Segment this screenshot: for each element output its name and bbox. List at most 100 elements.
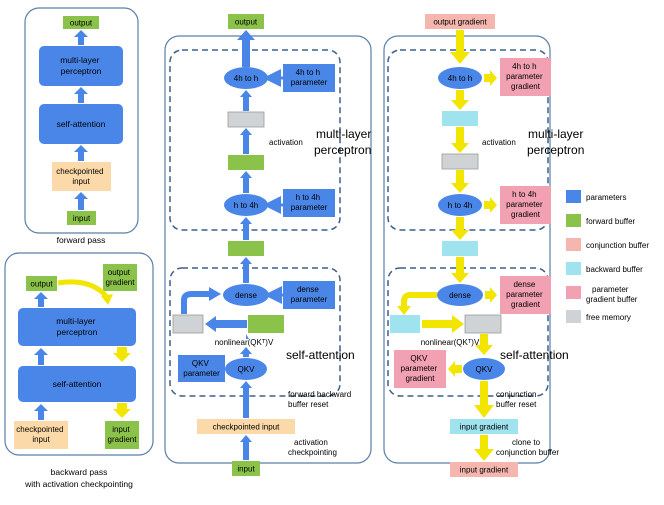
bwd-output-gradient-box xyxy=(103,264,137,291)
mid-nonlinear-forward xyxy=(248,315,284,333)
bwd-og-line2: gradient xyxy=(106,278,136,287)
right-output-gradient-label: output gradient xyxy=(433,18,487,27)
bwd-ig-line1: input xyxy=(112,425,130,434)
fwd-self-attention-box xyxy=(39,104,123,144)
mid-mlp-section xyxy=(169,49,341,231)
legend-pgb-line2: gradient buffer xyxy=(586,295,638,304)
mid-arrow-c1 xyxy=(246,334,249,339)
mid-nonlinear-label: nonlinear(QKᵀ)V xyxy=(215,338,274,347)
right-qkv-grad-box xyxy=(394,350,446,388)
right-h-to-4h-label: h to 4h xyxy=(448,201,472,210)
right-sa-section xyxy=(387,267,549,397)
mid-4h-to-h-label: 4h to h xyxy=(234,74,258,83)
mid-output-label: output xyxy=(235,18,258,27)
forward-pass-panel: output multi-layer perceptron self-atten… xyxy=(24,7,139,245)
fwd-output-box xyxy=(63,16,99,29)
mid-h-to-4h-label: h to 4h xyxy=(234,201,258,210)
mid-h4h-param-line2: parameter xyxy=(291,203,328,212)
bwd-self-attention-label: self-attention xyxy=(53,379,102,389)
legend: parameters forward buffer conjunction bu… xyxy=(566,190,649,323)
right-reset-note-1: conjunction xyxy=(496,390,536,399)
right-4h-grad-arrow xyxy=(484,70,497,86)
right-arrow-b1 xyxy=(451,217,469,240)
right-h-to-4h-node xyxy=(438,194,482,216)
bwd-input-gradient-box xyxy=(105,421,139,449)
bwd-checkpointed-input-label: checkpointed input xyxy=(16,425,65,444)
legend-label-backward-buffer: backward buffer xyxy=(586,265,643,274)
mid-arrow-a3 xyxy=(240,171,252,193)
mid-arrow-to-output xyxy=(237,30,255,67)
right-mlp-title-line2: perceptron xyxy=(527,143,584,157)
right-clone-note-2: conjunction buffer xyxy=(496,448,559,457)
fwd-arrow-1 xyxy=(74,30,88,45)
fwd-checkpointed-input-box xyxy=(52,162,111,191)
right-dense-grad-arrow xyxy=(485,287,497,303)
forward-detail-panel: output 4h to h 4h to h parameter activat… xyxy=(164,14,372,476)
mid-act-ckpt-line1: activation xyxy=(294,438,328,447)
right-bend-arrowhead xyxy=(397,306,411,315)
bwd-caption-line1: backward pass xyxy=(51,467,108,477)
legend-label-forward-buffer: forward buffer xyxy=(586,217,636,226)
mid-activation-free xyxy=(227,111,265,128)
bwd-mlp-line2: perceptron xyxy=(57,327,98,337)
mid-reset-note-2: buffer reset xyxy=(288,400,329,409)
right-arrow-a2 xyxy=(451,127,469,153)
mid-mlp-title-line2: perceptron xyxy=(314,143,371,157)
right-activation-label: activation xyxy=(482,138,516,147)
mid-dense-param-line1: dense xyxy=(297,285,319,294)
right-input-gradient-out-label: input gradient xyxy=(460,466,509,475)
right-4h-to-h-node xyxy=(438,67,482,89)
mid-qkv-param-line2: parameter xyxy=(183,369,220,378)
fwd-mlp-line1: multi-layer xyxy=(60,55,99,65)
right-h4h-grad-arrow xyxy=(484,197,497,213)
bwd-down-arrow-2 xyxy=(113,403,131,418)
right-input-gradient-out-box xyxy=(450,462,518,477)
legend-swatch-conjunction-buffer xyxy=(566,238,581,251)
legend-swatch-parameters xyxy=(566,190,581,203)
right-qkv-grad-label: QKV parameter gradient xyxy=(401,354,440,383)
mid-qkv-param-label: QKV parameter xyxy=(183,359,220,378)
right-clone-note-1: clone to xyxy=(512,438,541,447)
bwd-self-attention-box xyxy=(18,366,136,402)
bwd-caption-line2: with activation checkpointing xyxy=(24,479,133,489)
right-output-gradient-box xyxy=(425,14,495,29)
right-qkv-node xyxy=(463,358,505,380)
right-arrow-d1 xyxy=(474,381,494,418)
right-4h-to-h-grad-box xyxy=(500,58,551,96)
fwd-output-label: output xyxy=(70,19,93,28)
mid-arrow-d1 xyxy=(240,381,252,418)
bwd-curve-arrow xyxy=(57,279,108,298)
right-dense-grad-line1: dense xyxy=(513,280,535,289)
right-dense-grad-line3: gradient xyxy=(511,300,541,309)
right-mlp-section xyxy=(387,49,549,231)
bwd-output-label: output xyxy=(30,280,53,289)
right-4h-grad-line1: 4h to h xyxy=(512,62,536,71)
bwd-up-arrow-3 xyxy=(34,404,48,420)
mid-qkv-label: QKV xyxy=(238,365,256,374)
fwd-arrow-2 xyxy=(74,87,88,103)
right-dense-grad-line2: parameter xyxy=(506,290,543,299)
fwd-mlp-line2: perceptron xyxy=(61,66,102,76)
right-h-to-4h-grad-label: h to 4h parameter gradient xyxy=(506,190,545,219)
mid-reset-note-1: forward backward xyxy=(288,390,351,399)
backward-pass-panel: output output gradient multi-layer perce… xyxy=(4,252,154,489)
mid-dense-label: dense xyxy=(235,291,257,300)
right-qkv-grad-line1: QKV xyxy=(410,354,428,363)
right-h4h-grad-line2: parameter xyxy=(506,200,543,209)
right-qkv-label: QKV xyxy=(476,365,494,374)
right-h4h-grad-line1: h to 4h xyxy=(512,190,536,199)
right-qkv-grad-line2: parameter xyxy=(401,364,438,373)
fwd-mlp-label: multi-layer perceptron xyxy=(60,55,102,76)
mid-dense-param-label: dense parameter xyxy=(291,285,328,304)
right-dense-grad-label: dense parameter gradient xyxy=(506,280,545,309)
right-qkv-grad-line3: gradient xyxy=(406,374,436,383)
right-dense-node xyxy=(437,284,483,306)
bwd-ckpt-line2: input xyxy=(32,435,50,444)
right-h-to-4h-grad-box xyxy=(500,186,551,224)
mid-4h-to-h-node xyxy=(224,67,268,89)
right-reset-note-2: buffer reset xyxy=(496,400,537,409)
fwd-mlp-box xyxy=(39,46,123,86)
fwd-caption: forward pass xyxy=(57,235,106,245)
mid-mlp-title-line1: multi-layer xyxy=(316,127,371,141)
